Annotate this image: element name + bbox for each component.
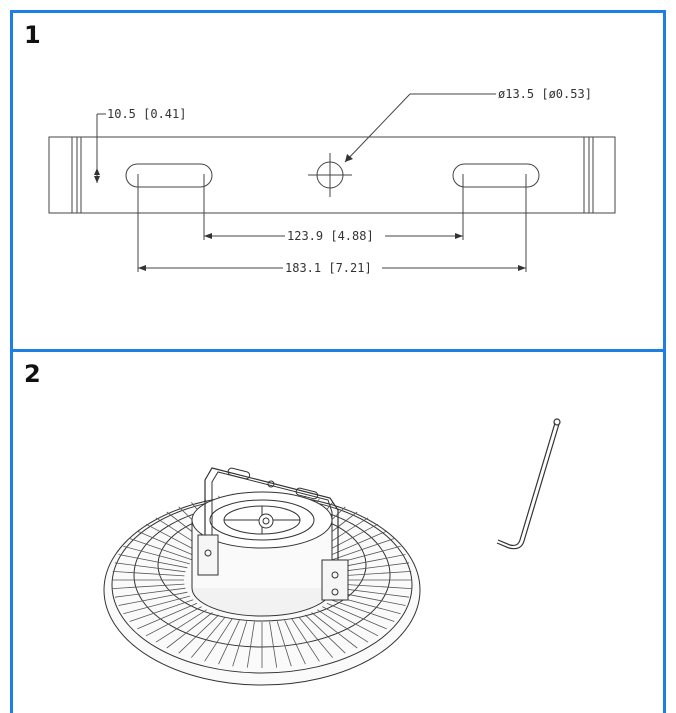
heat-sink-fin — [298, 616, 334, 658]
outer-slot-distance-label: 183.1 [7.21] — [285, 261, 372, 275]
heat-sink-fin — [123, 545, 191, 565]
heat-sink-fin — [269, 621, 278, 668]
panel-divider — [10, 349, 666, 352]
heat-sink-fin — [123, 595, 191, 615]
bracket-outline — [48, 136, 616, 214]
ufo-high-bay-light — [103, 467, 421, 686]
heat-sink-fin — [218, 620, 240, 665]
panel-frame — [10, 10, 666, 713]
heat-sink-fin — [291, 618, 320, 662]
step-2-number: 2 — [24, 360, 41, 388]
heat-sink-fin — [204, 618, 233, 662]
height-dimension-label: 10.5 [0.41] — [107, 107, 186, 121]
heat-sink-fin — [311, 612, 358, 649]
heat-sink-fin — [326, 602, 387, 630]
left-slot — [125, 163, 213, 188]
heat-sink-fin — [338, 587, 410, 598]
heat-sink-fin — [166, 612, 213, 649]
heat-sink-fin — [322, 606, 379, 637]
heat-sink-fin — [137, 602, 198, 630]
heat-sink-fin — [339, 583, 412, 589]
heat-sink-fin — [129, 599, 194, 622]
heat-sink-fin — [178, 614, 219, 654]
right-slot — [452, 163, 540, 188]
heat-sink-fin — [114, 587, 186, 598]
heat-sink-fin — [129, 538, 194, 561]
heat-sink-fin — [145, 606, 202, 637]
heat-sink-fin — [190, 616, 226, 658]
heat-sink-fin — [137, 530, 198, 558]
heat-sink-fin — [118, 554, 188, 569]
heat-sink-fin — [338, 562, 410, 573]
heat-sink-fin — [155, 609, 208, 643]
hole-diameter-label: ø13.5 [ø0.53] — [498, 87, 592, 101]
heat-sink-fin — [276, 621, 292, 667]
heat-sink-fin — [232, 621, 248, 667]
heat-sink-fin — [118, 591, 188, 606]
heat-sink-fin — [114, 562, 186, 573]
heat-sink-fin — [339, 571, 412, 577]
heat-sink-fin — [284, 620, 306, 665]
hex-key-wrench — [496, 418, 561, 550]
heat-sink-fin — [112, 571, 185, 577]
inner-slot-distance-label: 123.9 [4.88] — [287, 229, 374, 243]
heat-sink-fin — [305, 614, 346, 654]
step-1-number: 1 — [24, 21, 41, 49]
heat-sink-fin — [316, 609, 369, 643]
heat-sink-fin — [330, 599, 395, 622]
heat-sink-fin — [330, 538, 395, 561]
heat-sink-fin — [112, 583, 185, 589]
heat-sink-fin — [326, 530, 387, 558]
heat-sink-fin — [246, 621, 255, 668]
